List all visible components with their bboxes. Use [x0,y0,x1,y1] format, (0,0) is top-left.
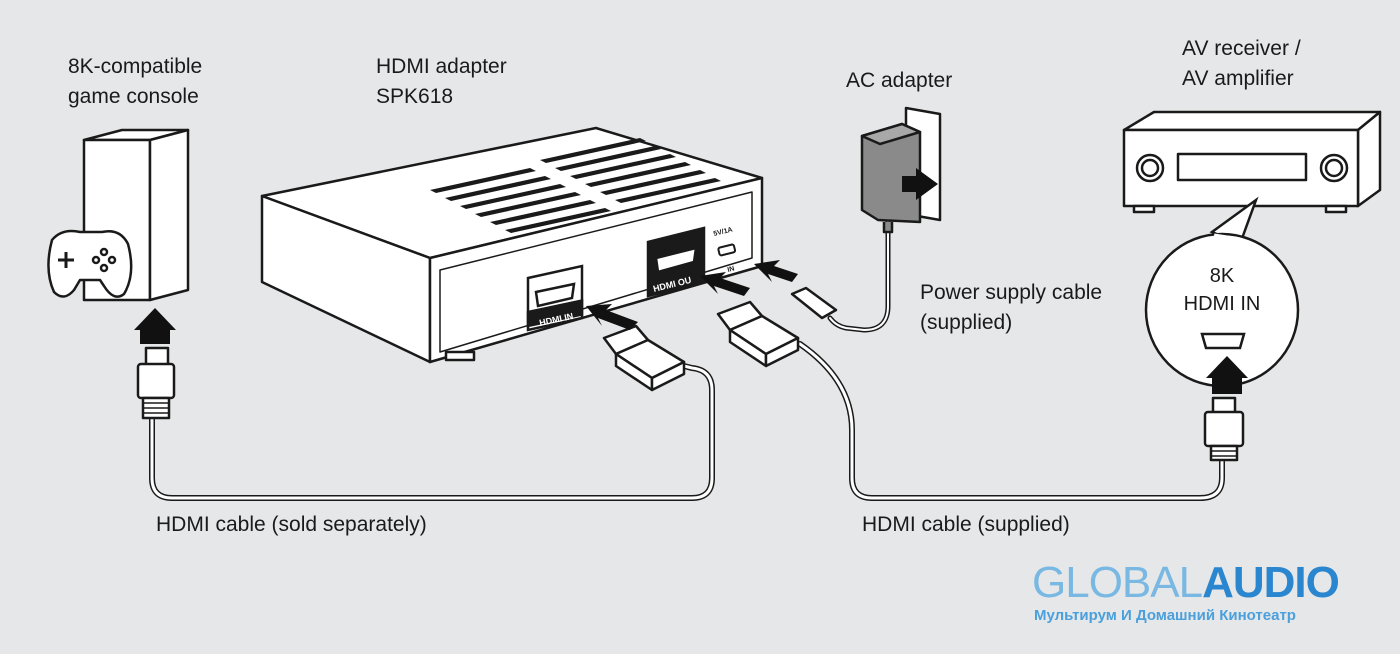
adapter-label: HDMI adapter SPK618 [376,55,507,108]
brand-watermark: GLOBALAUDIO Мультирум И Домашний Кинотеа… [1032,560,1372,626]
ac-adapter [860,106,942,234]
ac-adapter-label: AC adapter [846,69,953,92]
brand-name-bold: AUDIO [1202,558,1340,607]
adapter-power-rating: 5V/1A [713,226,734,238]
adapter-hdmi-out-port [646,226,706,298]
receiver-label: AV receiver / AV amplifier [1182,37,1301,90]
arrow-to-adapter-in [586,304,638,330]
hdmi-port-icon [1200,332,1246,350]
power-supply-cable [827,219,891,333]
hdmi-cable-sold-separately [149,363,715,501]
hdmi-cable-separate-inner [150,364,714,500]
power-cable-label: Power supply cable (supplied) [920,281,1103,334]
hdmi-plug-into-adapter-out [716,300,800,368]
hdmi-plug-into-adapter-in [602,324,686,392]
hdmi-adapter-box [260,126,764,364]
callout-line-2: HDMI IN [1184,293,1261,315]
arrow-to-adapter-out [700,272,750,296]
arrow-to-dc-in [754,260,798,282]
brand-name-light: GLOBAL [1032,558,1203,607]
hdmi-cable-supplied-inner [798,342,1224,500]
adapter-dc-in-port [717,243,737,257]
power-supply-cable-inner [829,221,889,332]
adapter-dc-in-label: IN [727,265,735,273]
gamepad-icon [47,229,133,298]
av-receiver [1122,110,1382,214]
console-label: 8K-compatible game console [68,55,203,108]
console-hdmi-plug [136,346,176,420]
power-plug-into-adapter [790,286,838,320]
adapter-vent-slots [430,138,721,233]
hdmi-cable-separate-label: HDMI cable (sold separately) [156,513,427,536]
arrow-to-console [134,308,176,344]
brand-tagline: Мультирум И Домашний Кинотеатр [1034,607,1296,624]
hdmi-cable-supplied-label: HDMI cable (supplied) [862,513,1070,536]
callout-line-1: 8K [1210,265,1235,287]
hdmi-cable-supplied [797,341,1225,501]
adapter-hdmi-in-port [526,264,584,332]
brand-name: GLOBALAUDIO [1032,560,1372,606]
arrow-to-receiver [1206,356,1248,394]
arrow-to-wall-outlet [902,168,938,200]
receiver-hdmi-plug [1203,396,1245,462]
